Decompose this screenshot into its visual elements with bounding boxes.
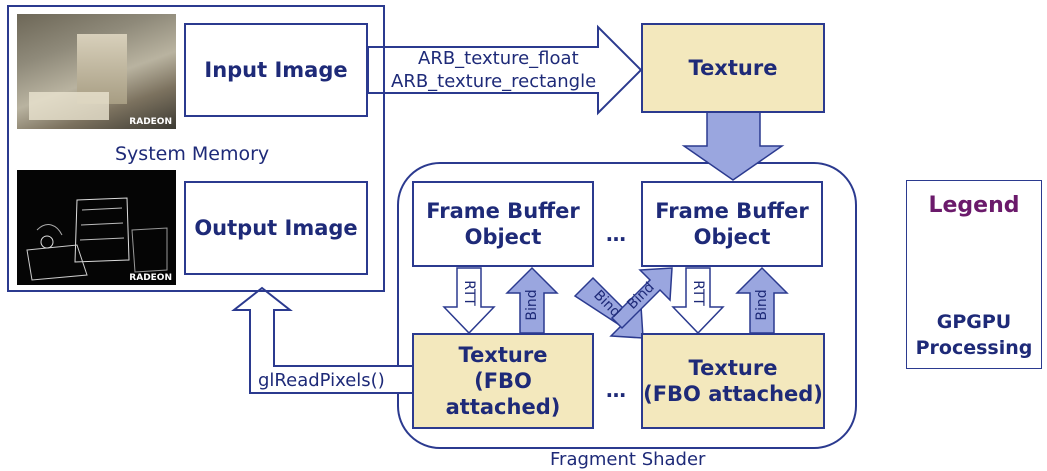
texture-to-shader-arrow — [681, 111, 785, 181]
texture-fbo-right-line2: (FBO attached) — [643, 382, 823, 406]
upload-arrow — [367, 24, 643, 116]
fragment-shader-label: Fragment Shader — [550, 449, 706, 470]
output-image-box: Output Image — [184, 181, 368, 275]
texture-ellipsis: … — [606, 378, 627, 402]
legend-line2: Processing — [915, 337, 1033, 359]
input-photo-brand: RADEON — [129, 117, 172, 127]
texture-fbo-left-box: Texture (FBO attached) — [412, 333, 594, 429]
fbo-ellipsis: … — [606, 222, 627, 246]
input-image-box: Input Image — [184, 23, 368, 117]
fbo-right-line2: Object — [693, 225, 771, 249]
bind-arrow-left — [505, 266, 559, 334]
system-memory-label: System Memory — [115, 143, 270, 165]
fbo-left-box: Frame Buffer Object — [412, 181, 594, 267]
fbo-left-line2: Object — [464, 225, 542, 249]
rtt-label-right: RTT — [690, 280, 706, 306]
fbo-left-line1: Frame Buffer — [426, 198, 580, 223]
readback-arrow — [231, 286, 415, 394]
fbo-right-box: Frame Buffer Object — [641, 181, 823, 267]
upload-arrow-line1: ARB_texture_float — [418, 48, 579, 69]
edge-texture — [26, 197, 168, 281]
fbo-right-line1: Frame Buffer — [655, 198, 809, 223]
texture-fbo-left-line1: Texture — [458, 342, 548, 367]
rtt-arrow-right — [671, 267, 725, 335]
legend-box — [906, 180, 1042, 369]
texture-fbo-right-box: Texture (FBO attached) — [641, 333, 825, 429]
system-memory-container — [7, 5, 385, 292]
legend-title: Legend — [928, 193, 1020, 218]
input-photo: RADEON — [17, 14, 176, 129]
bind-cross-arrow-b — [610, 267, 673, 330]
output-photo: RADEON — [17, 170, 176, 285]
rtt-label-left: RTT — [461, 280, 477, 306]
bind-label-left: Bind — [524, 289, 540, 321]
rtt-arrow-left — [442, 267, 496, 335]
bind-label-right: Bind — [754, 289, 770, 321]
bind-arrow-right — [735, 266, 789, 334]
fragment-shader-container — [397, 162, 857, 449]
texture-box: Texture — [641, 23, 825, 113]
texture-fbo-left-line2: (FBO attached) — [445, 368, 561, 420]
output-photo-brand: RADEON — [129, 273, 172, 283]
legend-line1: GPGPU — [936, 311, 1012, 333]
upload-arrow-line2: ARB_texture_rectangle — [391, 71, 597, 92]
readpixels-label: glReadPixels() — [258, 370, 385, 391]
texture-fbo-right-line1: Texture — [688, 355, 778, 380]
